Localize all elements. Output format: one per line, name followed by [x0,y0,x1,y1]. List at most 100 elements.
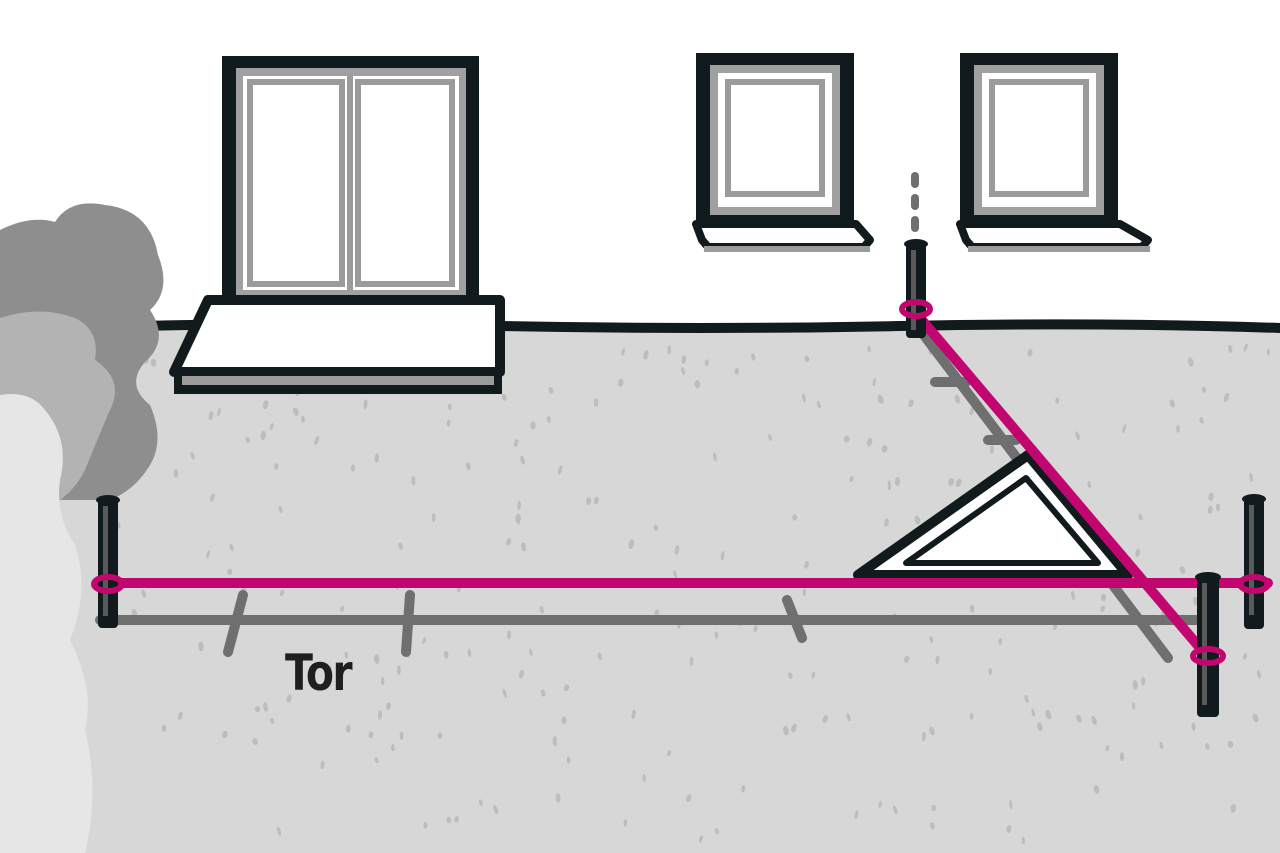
ground-speckle [846,712,851,722]
ground-speckle [694,380,701,389]
ground-speckle [734,368,740,375]
window-left [692,53,874,252]
ground-speckle [263,702,268,712]
ground-speckle [513,439,519,447]
ground-speckle [141,589,146,598]
ground-speckle [935,655,940,665]
ground-speckle [548,386,554,394]
ground-speckle [1076,714,1082,723]
ground-speckle [423,821,428,829]
ground-speckle [593,398,599,407]
ground-speckle [881,445,888,453]
ground-speckle [443,650,449,659]
ground-speckle [681,355,687,365]
ground-speckle [276,826,282,836]
ground-speckle [894,476,901,487]
ground-speckle [314,435,320,446]
ground-speckle [217,407,221,417]
ground-speckle [1159,741,1164,750]
ground-speckle [561,716,567,725]
ground-speckle [1045,709,1052,720]
ground-speckle [1100,605,1106,613]
ground-speckle [787,672,793,679]
ground-speckle [374,453,379,463]
ground-speckle [753,624,758,633]
stake-top-icon [899,239,933,338]
ground-speckle [278,505,283,514]
ground-speckle [674,545,680,555]
ground-speckle [1031,708,1036,717]
ground-speckle [557,465,563,475]
ground-speckle [398,542,404,550]
ground-speckle [867,345,871,353]
ground-speckle [623,819,628,827]
ground-speckle [502,688,507,698]
ground-speckle [751,353,756,361]
ground-speckle [1199,417,1204,424]
ground-speckle [1138,513,1143,521]
ground-speckle [714,631,719,639]
ground-speckle [206,550,210,559]
ground-speckle [515,513,521,523]
ground-speckle [998,638,1003,646]
ground-speckle [741,784,746,793]
ground-speckle [1176,424,1180,433]
ground-speckle [1188,357,1194,367]
ground-speckle [222,730,228,739]
ground-speckle [802,393,806,403]
ground-speckle [1135,548,1141,558]
ground-speckle [1024,694,1029,703]
ground-speckle [642,773,646,782]
bush-light [0,394,93,853]
door-step [169,295,505,394]
ground-speckle [552,737,557,747]
ground-speckle [930,822,935,830]
ground-speckle [878,801,883,808]
ground-speckle [344,651,349,659]
ground-speckle [380,676,385,686]
ground-speckle [954,394,961,404]
string-lines [93,301,1273,660]
bush-group [0,203,164,853]
ground-speckle [501,394,507,401]
ground-speckle [1215,503,1221,512]
ground-speckle [530,421,536,430]
ground-speckle [1223,392,1230,402]
ground-speckle [628,539,635,550]
set-square-icon [853,450,1133,580]
ground-speckle [311,677,316,687]
ground-speckle [252,738,258,746]
ground-speckle [843,435,850,443]
ground-speckle [1037,722,1043,731]
ground-speckle [1205,743,1210,750]
ground-speckle [804,560,809,569]
ground-speckle [1093,784,1100,794]
ground-speckle [1121,424,1127,434]
ground-speckle [1087,480,1091,489]
ground-area [0,324,1280,853]
ground-speckle [1141,676,1146,686]
ground-speckle [1256,670,1262,679]
ground-speckle [506,538,512,546]
ground-speckle [1119,752,1125,762]
ground-speckle [1249,472,1253,482]
ground-speckle [1201,386,1207,393]
ground-speckle [1230,803,1236,813]
ground-speckle [593,496,599,505]
ground-speckle [517,500,521,511]
ground-speckle [198,641,204,652]
ground-speckle [1191,722,1196,731]
ground-speckle [948,477,955,486]
ground-speckle [686,794,692,802]
ground-speckle [1227,740,1234,748]
ground-speckle [704,359,709,366]
ground-speckle [1207,505,1213,514]
ground-speckle [210,493,215,502]
ground-speckle [454,816,459,823]
ground-speckle [339,605,345,612]
ground-speckle [1179,566,1186,574]
ground-speckle [884,518,889,527]
ground-speckle [811,671,816,679]
